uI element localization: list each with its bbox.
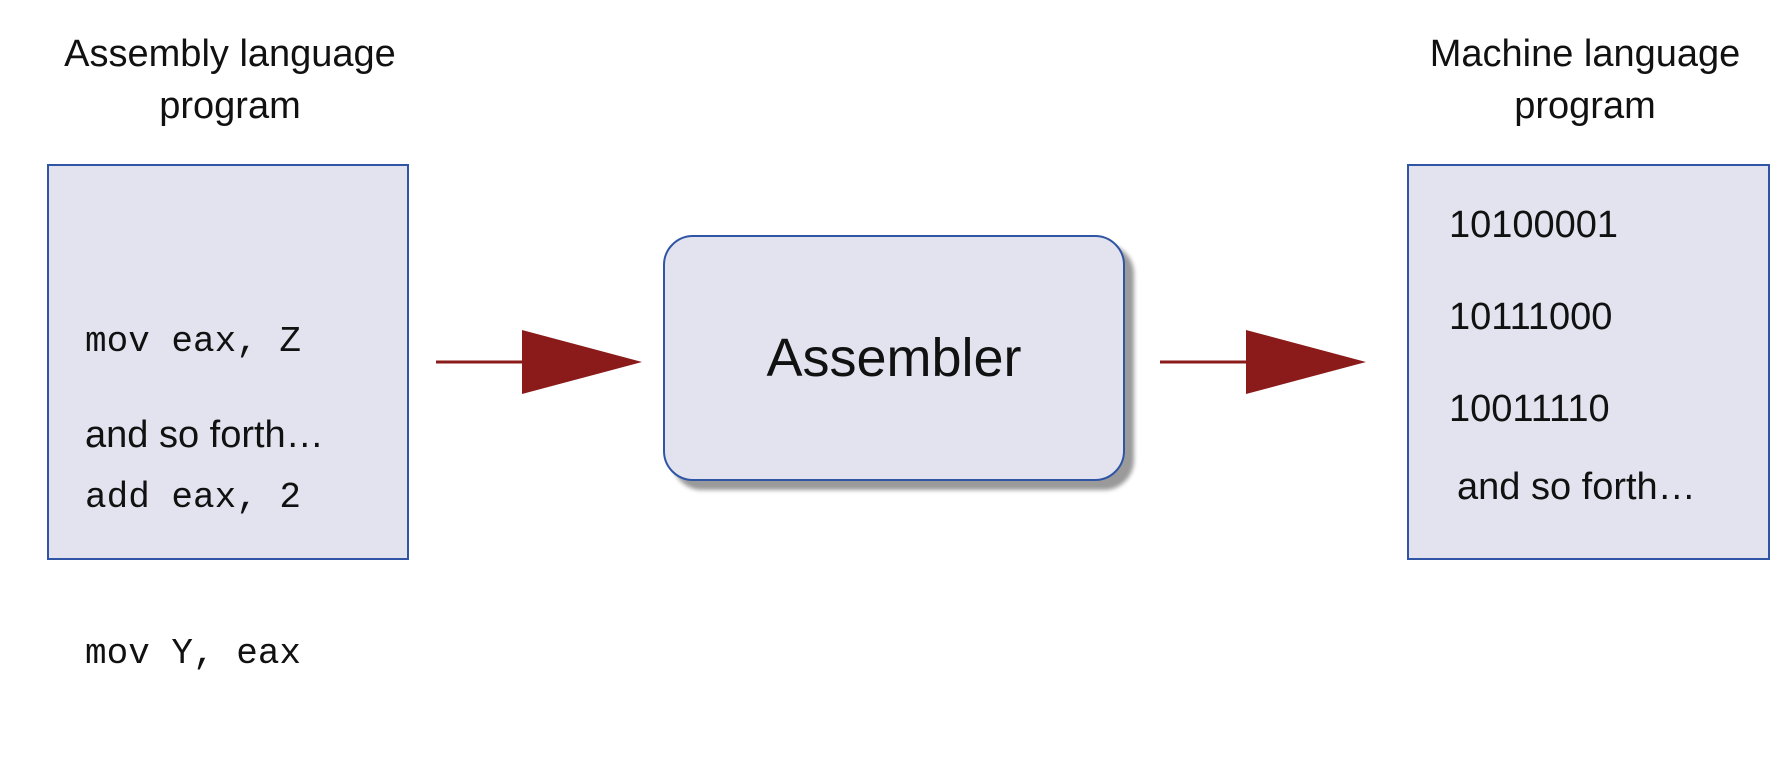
assembler-box: Assembler [663, 235, 1125, 481]
assembly-more-text: and so forth… [85, 414, 324, 456]
assembly-program-caption: Assembly language program [20, 28, 440, 132]
binary-line: 10100001 [1449, 204, 1619, 246]
machine-program-caption: Machine language program [1380, 28, 1785, 132]
machine-program-box: 10100001 10111000 10011110 and so forth… [1407, 164, 1770, 560]
machine-more-text: and so forth… [1457, 466, 1696, 508]
caption-line: Machine language [1429, 33, 1741, 75]
binary-line: 10011110 [1449, 388, 1610, 430]
code-line: mov eax, Z [85, 321, 302, 362]
binary-line: 10111000 [1449, 296, 1613, 338]
caption-line: program [159, 85, 301, 127]
arrow-to-assembler-icon [436, 330, 642, 394]
assembler-label: Assembler [766, 328, 1022, 388]
arrow-to-machine-code-icon [1160, 330, 1366, 394]
assembly-program-box: mov eax, Z add eax, 2 mov Y, eax and so … [47, 164, 409, 674]
assembly-code: mov eax, Z add eax, 2 mov Y, eax [85, 212, 301, 784]
caption-line: program [1514, 85, 1656, 127]
code-line: mov Y, eax [85, 633, 302, 674]
caption-line: Assembly language [64, 33, 396, 75]
code-line: add eax, 2 [85, 477, 302, 518]
